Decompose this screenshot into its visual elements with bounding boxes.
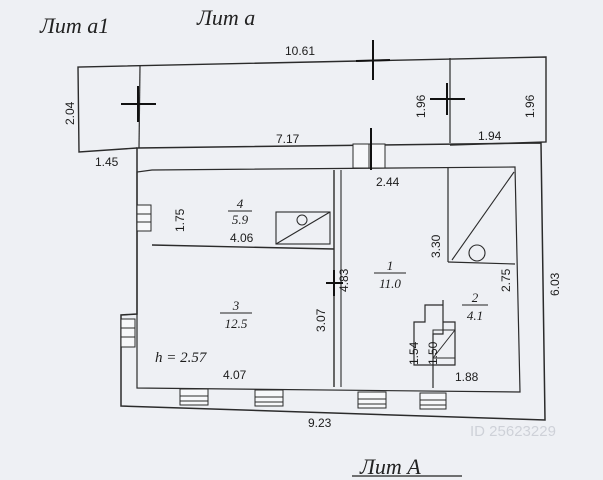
- window-bottom-3: [357, 391, 387, 409]
- stove-icon: [275, 211, 331, 245]
- dim-length-717: 7.17: [276, 132, 300, 146]
- room-3-number: 3: [232, 298, 240, 313]
- window-bottom-1: [179, 388, 209, 406]
- dimension-labels: 10.61 2.04 1.96 1.96 1.45 7.17 1.94 2.44…: [63, 44, 562, 430]
- room-1-label: 1 11.0: [374, 258, 406, 291]
- dim-bottom-length: 9.23: [308, 416, 332, 430]
- room-4-area: 5.9: [232, 212, 249, 227]
- room-2-label: 2 4.1: [462, 290, 488, 323]
- window-bottom-4: [419, 392, 447, 410]
- dim-closet-h: 3.30: [429, 234, 443, 258]
- window-left-upper: [136, 204, 152, 232]
- dim-small-154: 1.54: [407, 341, 421, 365]
- room-labels: 4 5.9 1 11.0 3 12.5 2 4.1: [220, 196, 488, 331]
- main-outer-wall: [120, 142, 546, 421]
- dim-length-194: 1.94: [478, 129, 502, 143]
- dim-room4-h: 1.75: [173, 208, 187, 232]
- boiler-icon: [451, 171, 515, 262]
- dim-partition: 4.83: [337, 268, 351, 292]
- windows: [120, 143, 447, 410]
- dim-room2-h: 2.75: [499, 268, 513, 292]
- cross-marks: [121, 40, 465, 296]
- interior-partitions: [151, 168, 516, 388]
- dim-ext-height: 1.96: [414, 94, 428, 118]
- header-lit-A: Лит А: [359, 454, 421, 479]
- room-1-number: 1: [387, 258, 394, 273]
- dim-door-244: 2.44: [376, 175, 400, 189]
- dim-offset-145: 1.45: [95, 155, 119, 169]
- dim-room2-w: 1.88: [455, 370, 479, 384]
- room-2-number: 2: [472, 290, 479, 305]
- room-2-area: 4.1: [467, 308, 483, 323]
- window-left-lower: [120, 318, 136, 348]
- dim-room3-w: 4.07: [223, 368, 247, 382]
- dim-right-wall: 6.03: [548, 272, 562, 296]
- room-4-number: 4: [237, 196, 244, 211]
- room-4-label: 4 5.9: [228, 196, 252, 227]
- room-3-label: 3 12.5: [220, 298, 252, 331]
- cabinet-icon: [432, 329, 456, 359]
- dim-room4-w: 4.06: [230, 231, 254, 245]
- header-lit-a1: Лит а1: [39, 13, 109, 38]
- watermark: ID 25623229: [470, 423, 556, 440]
- dim-small-150: 1.50: [426, 341, 440, 365]
- room-3-area: 12.5: [225, 316, 248, 331]
- dim-room3-h: 3.07: [314, 308, 328, 332]
- ceiling-height: h = 2.57: [155, 350, 208, 366]
- window-bottom-2: [254, 389, 284, 407]
- door-top: [352, 143, 386, 169]
- dim-top-length: 10.61: [285, 44, 315, 58]
- dim-left-ext: 2.04: [63, 101, 77, 125]
- room-1-area: 11.0: [379, 276, 401, 291]
- dim-right-ext: 1.96: [523, 94, 537, 118]
- header-lit-a: Лит а: [196, 5, 255, 30]
